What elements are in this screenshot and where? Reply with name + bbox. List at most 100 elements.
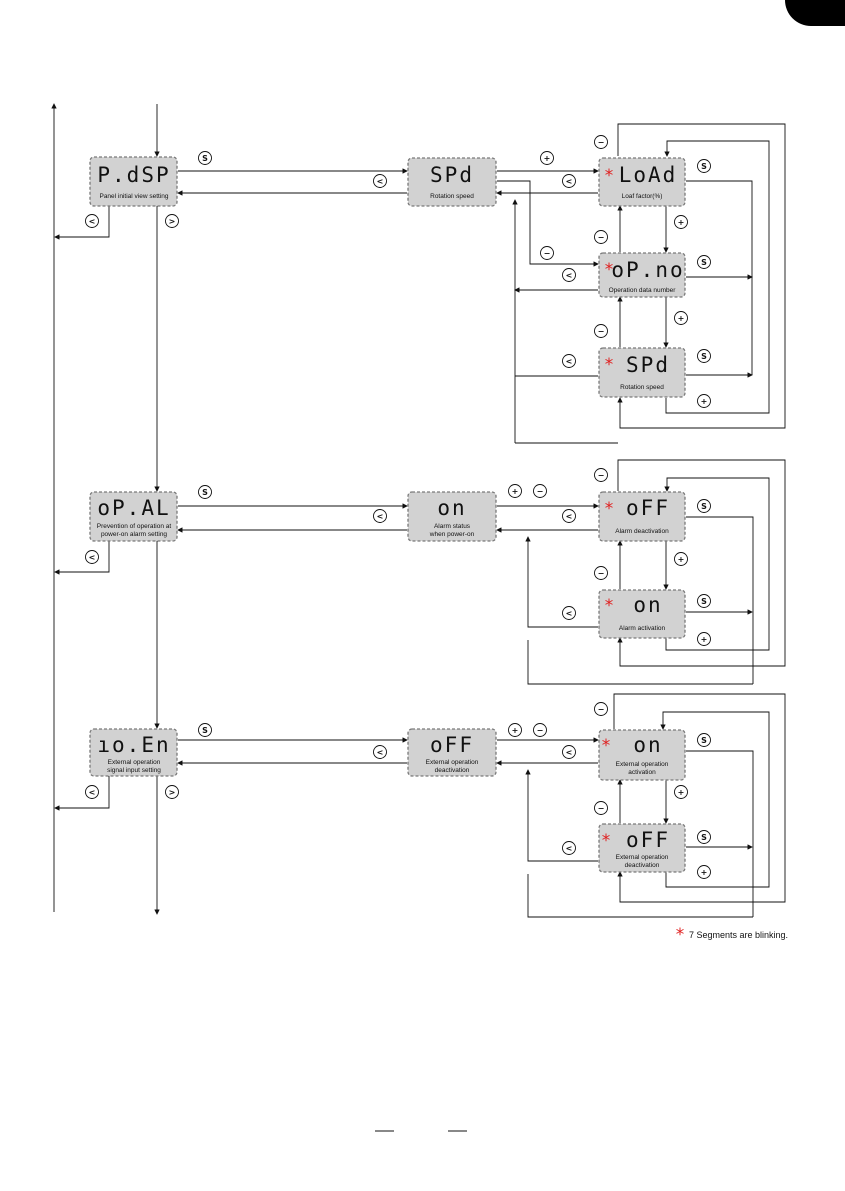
key-glyph: −	[544, 249, 551, 258]
box-caption: External operation	[426, 759, 479, 766]
key-glyph: S	[701, 502, 707, 511]
box-caption: deactivation	[435, 767, 470, 774]
legend: * 7 Segments are blinking.	[676, 925, 788, 945]
minus-key-icon: −	[533, 723, 547, 737]
blinking-asterisk-icon: *	[605, 499, 614, 519]
option-box[interactable]: * oP.no Operation data number	[598, 252, 686, 298]
key-glyph: −	[598, 471, 605, 480]
blinking-asterisk-icon: *	[605, 596, 614, 616]
left-key-icon: <	[562, 174, 576, 188]
status-box[interactable]: SPd Rotation speed	[407, 157, 497, 207]
key-glyph: +	[678, 555, 685, 564]
seven-segment-display: oFF	[430, 733, 474, 757]
key-glyph: +	[512, 487, 519, 496]
key-glyph: <	[566, 177, 573, 186]
seven-segment-display: SPd	[626, 353, 670, 377]
key-glyph: S	[202, 726, 208, 735]
box-caption: Rotation speed	[430, 193, 474, 200]
blinking-asterisk-icon: *	[602, 831, 611, 851]
box-caption: Alarm activation	[619, 625, 666, 632]
key-glyph: S	[701, 352, 707, 361]
box-caption: when power-on	[429, 531, 475, 538]
option-box[interactable]: * on External operation activation	[598, 729, 686, 781]
left-key-icon: <	[373, 745, 387, 759]
s-key-icon: S	[697, 594, 711, 608]
seven-segment-display: P.dSP	[97, 163, 170, 187]
left-key-icon: <	[562, 509, 576, 523]
key-glyph: +	[678, 314, 685, 323]
option-box[interactable]: * oFF External operation deactivation	[598, 823, 686, 873]
blinking-asterisk-icon: *	[676, 925, 685, 945]
key-glyph: −	[598, 569, 605, 578]
key-glyph: −	[598, 233, 605, 242]
group-2: oP.AL Prevention of operation at power-o…	[89, 491, 686, 639]
plus-key-icon: +	[674, 552, 688, 566]
seven-segment-display: on	[633, 593, 662, 617]
key-glyph: <	[566, 512, 573, 521]
key-glyph: +	[544, 154, 551, 163]
option-box[interactable]: * SPd Rotation speed	[598, 347, 686, 398]
key-glyph: −	[537, 487, 544, 496]
box-caption: External operation	[616, 761, 669, 768]
key-glyph: −	[537, 726, 544, 735]
minus-key-icon: −	[540, 246, 554, 260]
seven-segment-display: oP.no	[611, 258, 684, 282]
box-caption: Rotation speed	[620, 384, 664, 391]
plus-key-icon: +	[674, 311, 688, 325]
seven-segment-display: SPd	[430, 163, 474, 187]
key-glyph: +	[701, 397, 708, 406]
key-glyph: S	[701, 162, 707, 171]
box-caption: External operation	[616, 854, 669, 861]
minus-key-icon: −	[594, 702, 608, 716]
key-glyph: <	[89, 217, 96, 226]
left-key-icon: <	[562, 354, 576, 368]
s-key-icon: S	[697, 830, 711, 844]
s-key-icon: S	[198, 151, 212, 165]
option-box[interactable]: * oFF Alarm deactivation	[598, 491, 686, 542]
box-caption: External operation	[108, 759, 161, 766]
option-box[interactable]: * LoAd Loaf factor(%)	[598, 157, 686, 207]
s-key-icon: S	[697, 733, 711, 747]
key-glyph: S	[202, 488, 208, 497]
seven-segment-display: on	[437, 496, 466, 520]
key-glyph: <	[566, 844, 573, 853]
box-caption: Alarm deactivation	[615, 528, 669, 535]
left-key-icon: <	[562, 606, 576, 620]
key-glyph: +	[701, 635, 708, 644]
blinking-asterisk-icon: *	[605, 355, 614, 375]
key-glyph: <	[89, 553, 96, 562]
left-key-icon: <	[373, 509, 387, 523]
key-glyph: +	[678, 218, 685, 227]
plus-key-icon: +	[540, 151, 554, 165]
s-key-icon: S	[697, 499, 711, 513]
left-key-icon: <	[373, 174, 387, 188]
key-glyph: −	[598, 138, 605, 147]
status-box[interactable]: oFF External operation deactivation	[407, 728, 497, 777]
key-glyph: −	[598, 804, 605, 813]
left-key-icon: <	[85, 214, 99, 228]
key-glyph: <	[566, 748, 573, 757]
main-box[interactable]: ıo.En External operation signal input se…	[89, 728, 178, 777]
key-icons: S<<>+<−S+−−<S+−<S+S<<+−<−S+−<S+S<<>+−<−S…	[85, 135, 711, 879]
s-key-icon: S	[198, 723, 212, 737]
key-glyph: S	[701, 597, 707, 606]
plus-key-icon: +	[508, 484, 522, 498]
box-caption: Panel initial view setting	[99, 193, 168, 200]
box-caption: Alarm status	[434, 523, 471, 530]
box-caption: activation	[628, 769, 656, 776]
plus-key-icon: +	[697, 632, 711, 646]
main-box[interactable]: oP.AL Prevention of operation at power-o…	[89, 491, 178, 542]
status-box[interactable]: on Alarm status when power-on	[407, 491, 497, 542]
seven-segment-display: oP.AL	[97, 496, 170, 520]
main-box[interactable]: P.dSP Panel initial view setting	[89, 156, 178, 207]
group-1: P.dSP Panel initial view setting SPd Rot…	[89, 156, 686, 398]
seven-segment-display: ıo.En	[97, 733, 170, 757]
option-box[interactable]: * on Alarm activation	[598, 589, 686, 639]
s-key-icon: S	[697, 349, 711, 363]
key-glyph: <	[89, 788, 96, 797]
box-caption: signal input setting	[107, 767, 161, 774]
key-glyph: >	[169, 788, 176, 797]
key-glyph: +	[512, 726, 519, 735]
s-key-icon: S	[697, 255, 711, 269]
